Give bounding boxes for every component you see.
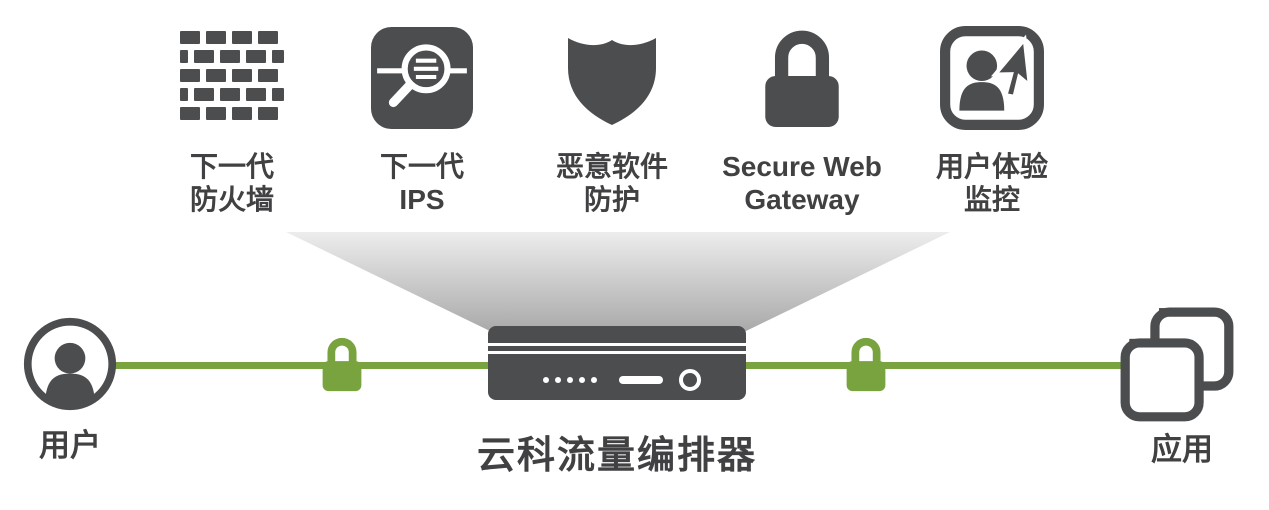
service-label-line1: 下一代 [189,151,274,182]
user-label: 用户 [39,428,101,463]
device-led [567,377,573,383]
security-services-row: 下一代 防火墙 下一代 IPS [137,18,1087,216]
encryption-lock-right-icon [838,332,894,399]
device-led [543,377,549,383]
service-label-line2: Gateway [744,184,860,216]
service-next-gen-firewall: 下一代 防火墙 [137,18,327,216]
firewall-icon [180,18,284,138]
service-label: 恶意软件 防护 [556,150,668,216]
service-label-line2: 防护 [583,184,640,216]
service-label: Secure Web Gateway [722,150,882,216]
lock-icon [751,18,853,138]
traffic-orchestrator-device [488,326,746,400]
shield-icon [562,18,662,138]
service-label: 下一代 IPS [380,150,464,216]
service-label: 下一代 防火墙 [190,150,274,216]
service-next-gen-ips: 下一代 IPS [327,18,517,216]
device-power-button [679,369,701,391]
service-label-line1: 用户体验 [935,151,1048,182]
service-label-line2: 防火墙 [189,184,274,216]
device-led [555,377,561,383]
service-label-line2: 监控 [963,184,1020,216]
device-led [591,377,597,383]
ips-icon [371,18,473,138]
device-stripe [488,351,746,354]
encryption-lock-left-icon [314,332,370,399]
service-label: 用户体验 监控 [936,150,1048,216]
user-experience-icon [939,18,1045,138]
applications-label: 应用 [1151,432,1213,467]
service-malware-protection: 恶意软件 防护 [517,18,707,216]
device-stripe [488,343,746,346]
appliance-label: 云科流量编排器 [476,435,757,477]
service-label-line1: 下一代 [379,151,464,182]
device-led [579,377,585,383]
device-front-panel [543,368,701,392]
service-label-line1: 恶意软件 [555,151,668,182]
service-secure-web-gateway: Secure Web Gateway [707,18,897,216]
user-icon [22,316,118,417]
device-slot [619,376,663,384]
applications-icon [1118,306,1236,429]
service-label-line2: IPS [399,184,445,216]
service-user-experience-monitoring: 用户体验 监控 [897,18,1087,216]
service-label-line1: Secure Web [722,151,882,182]
